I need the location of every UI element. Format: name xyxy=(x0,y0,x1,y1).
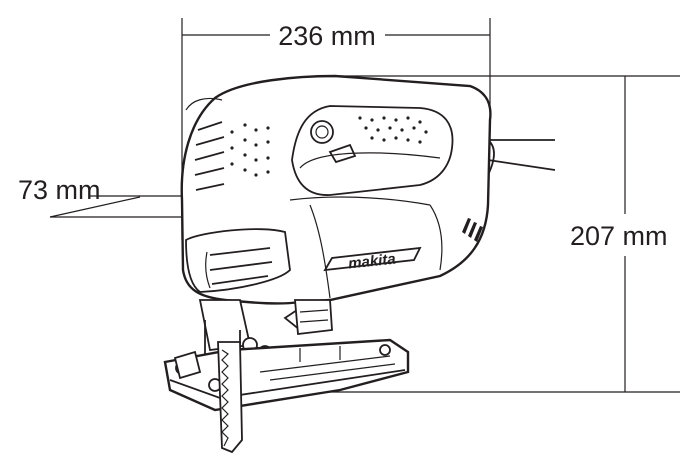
grip-texture-front xyxy=(230,123,270,177)
base-plate xyxy=(163,338,410,412)
power-cord xyxy=(487,139,556,176)
saw-blade xyxy=(217,341,243,454)
length-dimension-label: 236 mm xyxy=(278,21,376,51)
height-dimension-label: 207 mm xyxy=(570,221,668,251)
front-vents xyxy=(185,97,225,191)
jigsaw-illustration: makita xyxy=(163,74,556,454)
rear-vents xyxy=(462,218,483,242)
makita-logo: makita xyxy=(323,246,422,273)
lower-front-grille xyxy=(185,228,291,293)
speed-dial-icon xyxy=(310,120,357,164)
bevel-lever xyxy=(283,299,333,336)
svg-text:makita: makita xyxy=(347,251,396,273)
dimension-lines xyxy=(49,18,680,393)
grip-texture-top xyxy=(358,116,428,144)
width-dimension-label: 73 mm xyxy=(18,175,101,205)
